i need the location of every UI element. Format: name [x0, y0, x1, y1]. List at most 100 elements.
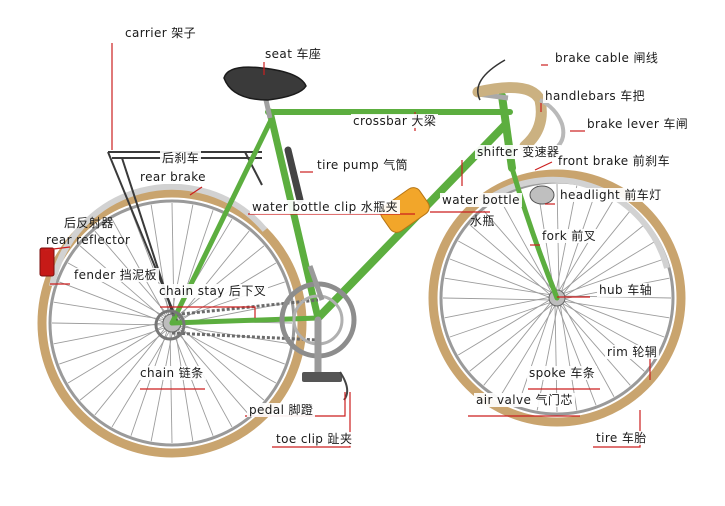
- chain-stay-tube: [169, 315, 321, 326]
- spoke-line: [174, 330, 194, 442]
- label-pedal: pedal 脚蹬: [247, 403, 316, 417]
- spoke-line: [558, 199, 615, 291]
- spoke-line: [483, 210, 554, 292]
- spoke-line: [178, 326, 265, 401]
- front-fork: [509, 165, 560, 301]
- spoke-line: [458, 240, 552, 293]
- spoke-line: [79, 329, 168, 401]
- label-fender: fender 挡泥板: [72, 268, 159, 282]
- spoke-line: [179, 323, 285, 365]
- spoke-line: [449, 302, 551, 338]
- pedal-upper: [307, 265, 325, 301]
- brake-cable-shape: [477, 59, 506, 101]
- water-bottle-shape: [380, 187, 430, 233]
- spoke-line: [130, 210, 172, 316]
- label-water-bottle-clip: water bottle clip 水瓶夹: [250, 200, 401, 214]
- spoke-line: [469, 224, 551, 295]
- spoke-line: [444, 296, 550, 319]
- spoke-line: [564, 295, 672, 299]
- label-headlight: headlight 前车灯: [558, 188, 664, 202]
- label-air-valve: air valve 气门芯: [474, 393, 575, 407]
- label-tire-pump: tire pump 气筒: [315, 158, 411, 172]
- spoke-line: [557, 305, 597, 406]
- label-fork: fork 前叉: [540, 229, 599, 243]
- rear-fender: [49, 183, 268, 287]
- spoke-line: [59, 327, 166, 365]
- spoke-line: [564, 240, 656, 297]
- label-chain: chain 链条: [138, 366, 206, 380]
- spoke-line: [53, 321, 165, 345]
- spoke-line: [562, 303, 615, 397]
- label-handlebars: handlebars 车把: [543, 89, 648, 103]
- spoke-line: [442, 297, 550, 301]
- label-water-bottle: water bottle: [440, 193, 522, 207]
- spoke-line: [563, 258, 665, 294]
- handlebar: [472, 82, 547, 152]
- label-toe-clip: toe clip 趾夹: [274, 432, 355, 446]
- label-brake-cable: brake cable 闸线: [555, 51, 659, 65]
- spoke-line: [150, 330, 174, 442]
- spoke-line: [175, 329, 250, 416]
- rear-cog: [154, 309, 186, 341]
- label-carrier: carrier 架子: [125, 26, 197, 40]
- label-spoke: spoke 车条: [527, 366, 598, 380]
- leader-lines: [44, 43, 651, 448]
- spoke-line: [59, 281, 165, 323]
- spoke-line: [559, 305, 578, 411]
- chain-shape: [171, 298, 319, 342]
- label-seat: seat 车座: [265, 47, 322, 61]
- spoke-line: [499, 199, 552, 293]
- spoke-line: [458, 299, 550, 356]
- spoke-line: [51, 322, 165, 326]
- label-tire: tire 车胎: [594, 431, 649, 445]
- spoke-line: [171, 202, 175, 316]
- spoke-line: [67, 324, 165, 384]
- spoke-line: [53, 301, 165, 321]
- spoke-line: [172, 330, 214, 436]
- brake-lever-shape: [539, 98, 566, 148]
- label-rear-reflector-cn: 后反射器: [64, 216, 114, 230]
- headlight-shape: [529, 185, 555, 205]
- spoke-line: [130, 329, 168, 436]
- saddle: [223, 66, 307, 101]
- spoke-line: [94, 327, 166, 416]
- spoke-line: [563, 301, 645, 372]
- spoke-line: [517, 304, 553, 406]
- spoke-line: [177, 328, 277, 384]
- spoke-line: [536, 305, 559, 411]
- label-shifter: shifter 变速器: [475, 145, 562, 159]
- spoke-line: [499, 305, 556, 397]
- spoke-line: [169, 330, 173, 444]
- spoke-line: [564, 300, 670, 319]
- front-tire: [428, 169, 686, 427]
- front-fender: [478, 176, 670, 269]
- pedal-shape: [302, 372, 342, 382]
- spoke-line: [444, 277, 550, 296]
- spoke-line: [449, 258, 550, 298]
- spoke-line: [79, 245, 166, 320]
- seat-post: [263, 99, 273, 119]
- label-brake-lever: brake lever 车闸: [587, 117, 689, 131]
- label-front-brake: front brake 前刹车: [556, 154, 672, 168]
- spoke-line: [176, 245, 265, 317]
- rear-reflector-shape: [39, 247, 55, 277]
- label-rim: rim 轮辋: [605, 345, 660, 359]
- spoke-line: [564, 298, 665, 338]
- label-crossbar: crossbar 大梁: [351, 114, 439, 128]
- spoke-line: [483, 302, 551, 386]
- label-hub: hub 车轴: [597, 283, 655, 297]
- rear-tire: [37, 188, 307, 458]
- spoke-line: [561, 224, 645, 292]
- label-chain-stay: chain stay 后下叉: [157, 284, 269, 298]
- spoke-line: [469, 304, 553, 372]
- spoke-line: [563, 210, 631, 294]
- label-rear-brake-cn: 后刹车: [160, 151, 202, 165]
- label-water-bottle-cn: 水瓶: [470, 214, 495, 228]
- spoke-line: [560, 304, 631, 386]
- tire-pump-shape: [284, 146, 304, 204]
- label-rear-reflector: rear reflector: [46, 233, 131, 247]
- label-rear-brake: rear brake: [138, 170, 208, 184]
- spoke-line: [178, 230, 250, 319]
